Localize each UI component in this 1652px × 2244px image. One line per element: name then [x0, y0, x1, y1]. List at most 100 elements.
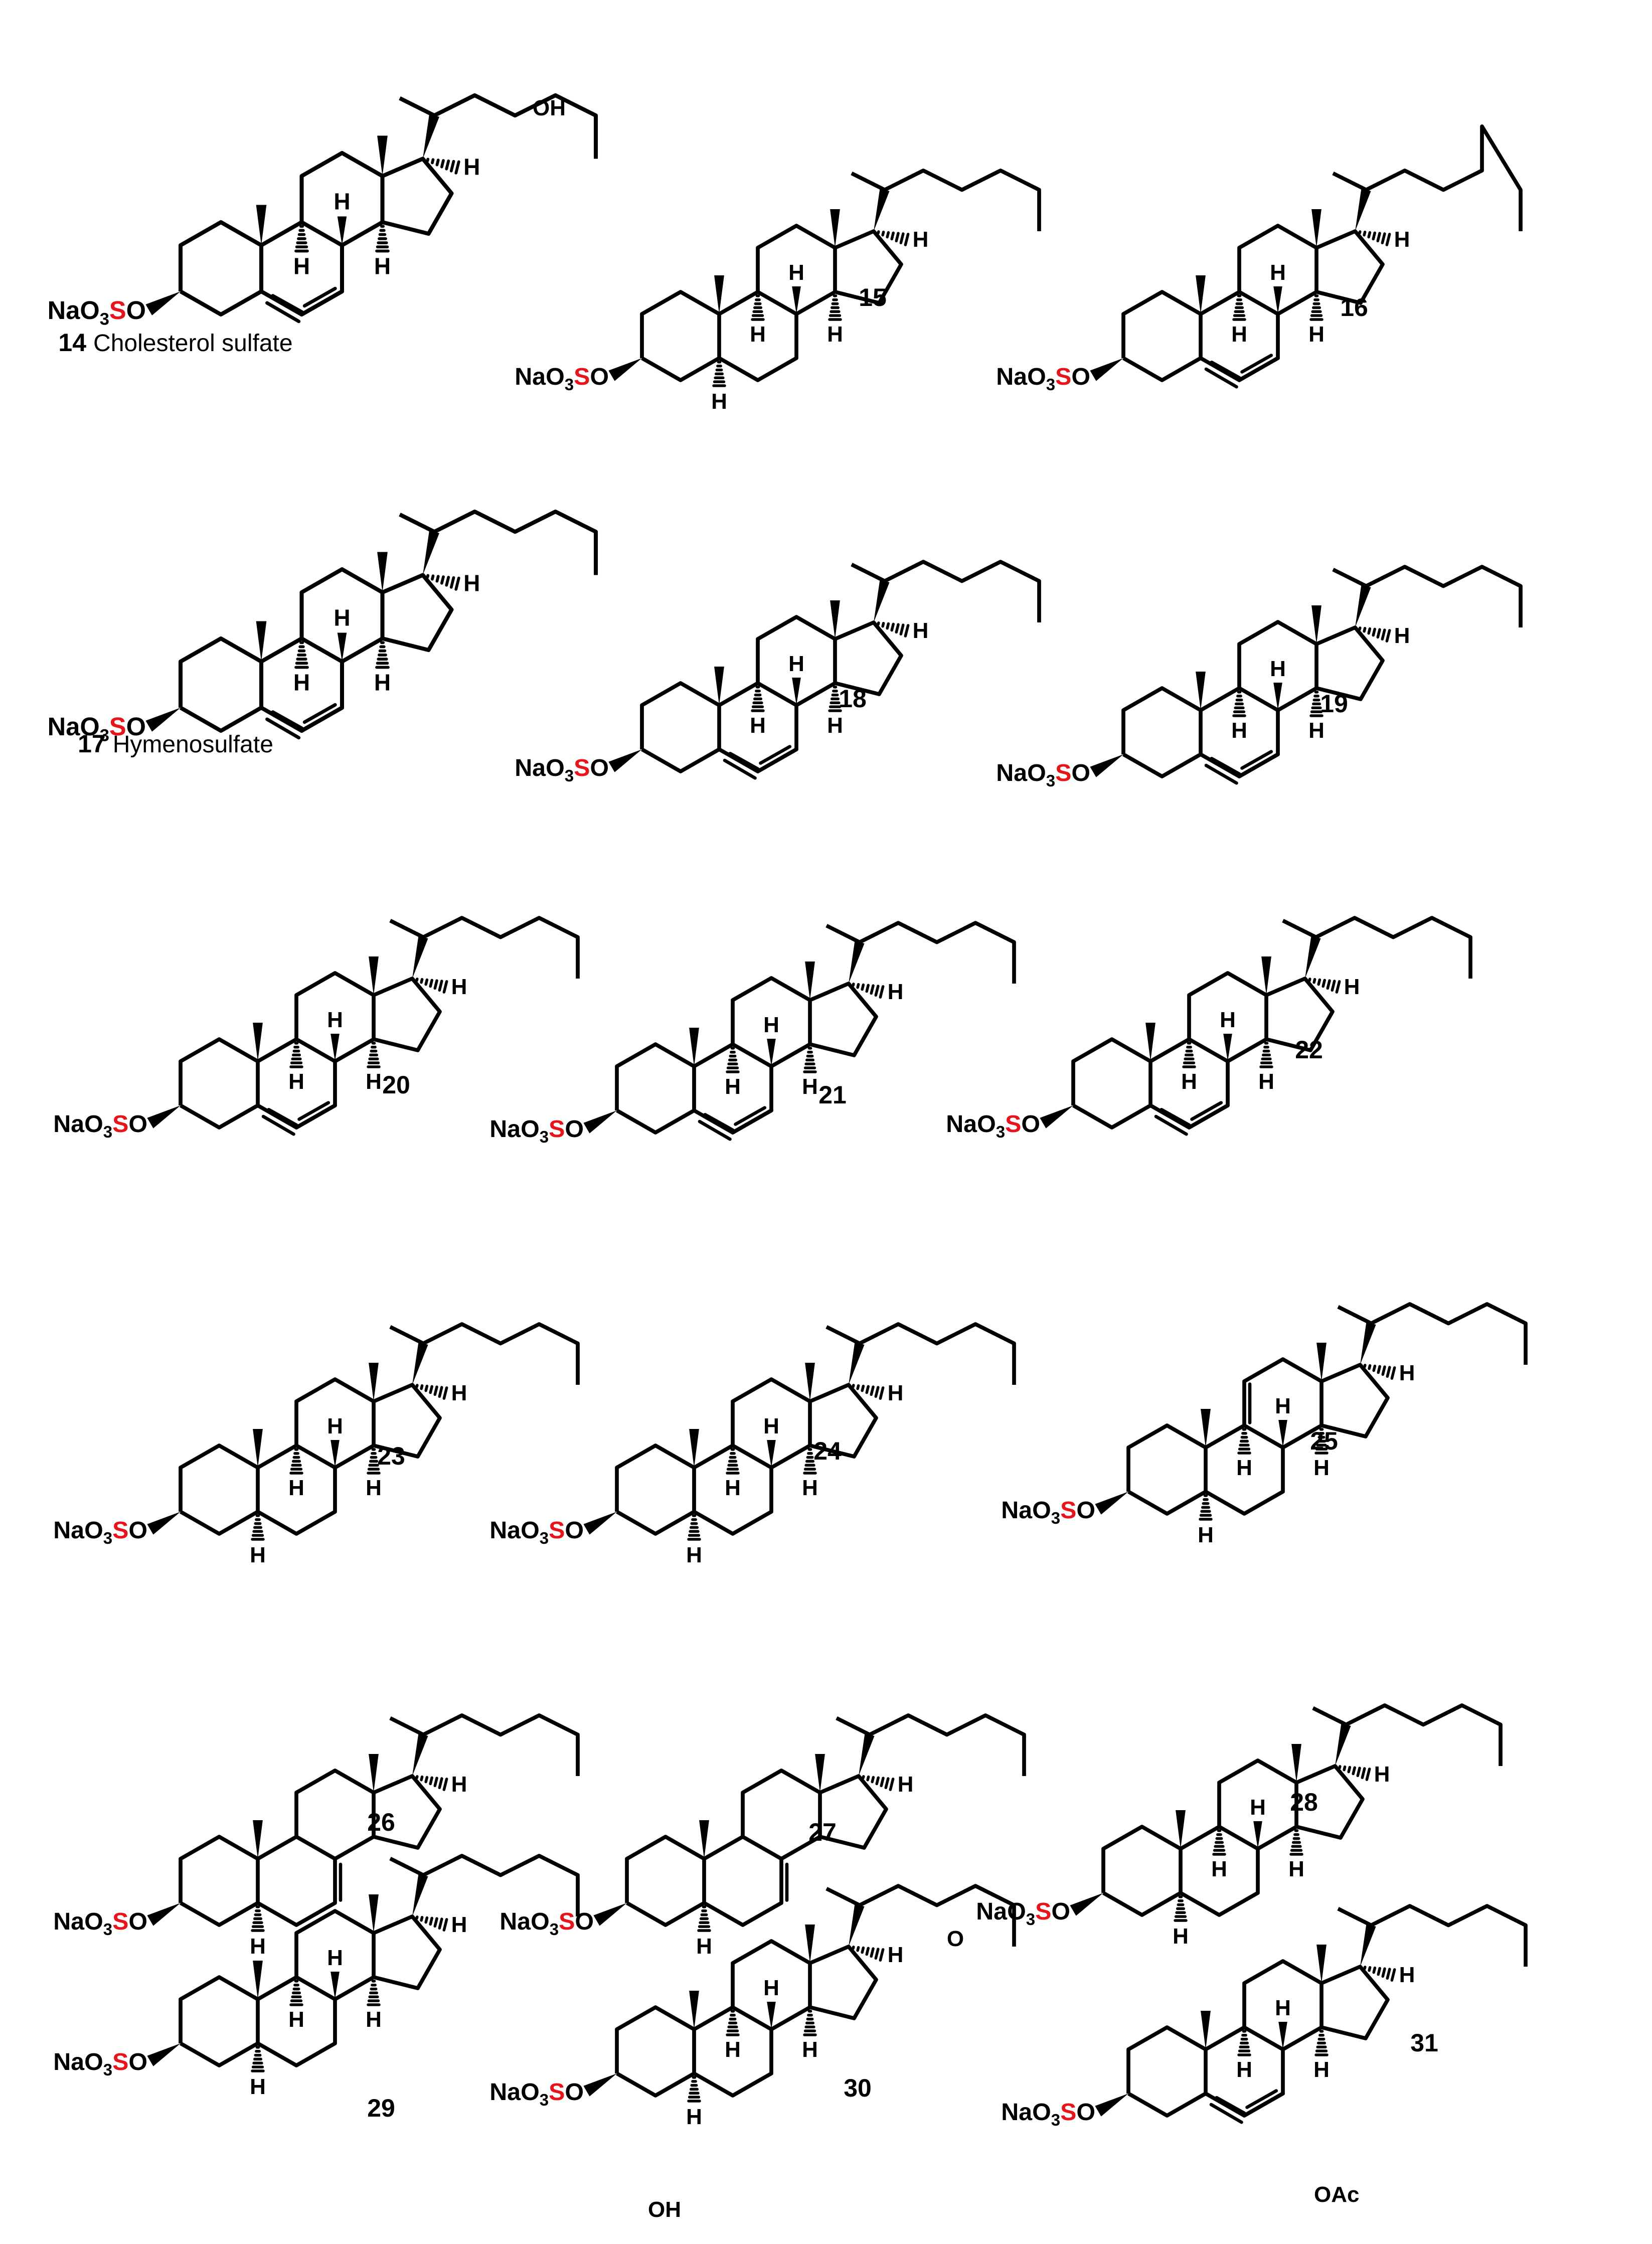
compound-label-22: 22 [1295, 1036, 1323, 1064]
structure-27: H H NaO3SO [500, 1713, 1026, 1959]
h-5: H [696, 1934, 712, 1959]
h-8: H [1270, 657, 1286, 681]
h-5: H [250, 1543, 266, 1567]
h-9: H [1231, 322, 1247, 347]
h-8: H [788, 652, 804, 676]
h-14: H [827, 713, 843, 738]
sulfate-group: NaO3SO [53, 1908, 147, 1939]
h-14: H [827, 322, 843, 347]
h-9: H [288, 1476, 304, 1500]
compound-label-16: 16 [1340, 293, 1368, 322]
h-8: H [763, 1976, 779, 2000]
h-17: H [1374, 1762, 1390, 1787]
h-8: H [327, 1008, 343, 1032]
h-17: H [1399, 1361, 1415, 1385]
sulfate-group: NaO3SO [946, 1110, 1040, 1141]
h-17: H [913, 227, 929, 252]
h-14: H [1313, 1456, 1330, 1480]
h-5: H [711, 389, 727, 414]
h-17: H [451, 1772, 467, 1797]
h-17: H [451, 1381, 467, 1405]
structure-17: H H H H NaO3SO [48, 509, 598, 745]
h-8: H [763, 1414, 779, 1438]
h-14: H [366, 1069, 382, 1094]
h-8: H [788, 260, 804, 285]
h-8: H [327, 1414, 343, 1438]
sulfate-group: NaO3SO [48, 712, 146, 745]
h-14: H [366, 2007, 382, 2032]
sulfate-group: NaO3SO [500, 1908, 594, 1939]
h-17: H [898, 1772, 914, 1797]
h-14: H [802, 1476, 818, 1500]
h-8: H [1220, 1008, 1236, 1032]
h-5: H [1173, 1924, 1189, 1949]
sulfate-group: NaO3SO [996, 759, 1090, 790]
compound-label-24: 24 [813, 1437, 842, 1465]
hydroxyl-17: OH [533, 96, 566, 120]
h-14: H [1308, 718, 1325, 743]
acetoxy-7: OAc [1314, 2182, 1359, 2207]
h-9: H [293, 670, 310, 696]
sulfate-group: NaO3SO [53, 1517, 147, 1547]
h-17: H [913, 618, 929, 643]
h-14: H [1313, 2057, 1330, 2082]
sulfate-group: NaO3SO [48, 296, 146, 329]
h-14: H [802, 1074, 818, 1099]
h-8: H [763, 1013, 779, 1037]
h-17: H [1394, 623, 1410, 648]
sulfate-group: NaO3SO [53, 1110, 147, 1141]
h-14: H [374, 670, 391, 696]
compound-label-25: 25 [1310, 1427, 1338, 1455]
compound-label-23: 23 [377, 1442, 405, 1470]
structure-20: H H H H NaO3SO [53, 916, 580, 1141]
h-9: H [288, 1069, 304, 1094]
h-9: H [725, 1074, 741, 1099]
compound-label-27: 27 [808, 1818, 837, 1846]
structure-23: H H H H H NaO3SO [53, 1322, 580, 1567]
compound-label-26: 26 [367, 1808, 395, 1836]
sulfate-group: NaO3SO [1001, 2099, 1095, 2129]
structure-19: H H H H NaO3SO [996, 565, 1523, 790]
h-9: H [750, 713, 766, 738]
h-14: H [1288, 1857, 1304, 1881]
h-17: H [463, 570, 480, 596]
h-8: H [1275, 1394, 1291, 1418]
hydroxyl-4: OH [648, 2197, 681, 2222]
h-17: H [888, 1381, 904, 1405]
compound-label-30: 30 [844, 2074, 872, 2102]
h-14: H [366, 1476, 382, 1500]
h-17: H [888, 980, 904, 1004]
h-17: H [451, 975, 467, 999]
h-8: H [334, 605, 350, 631]
h-9: H [1231, 718, 1247, 743]
compound-label-21: 21 [818, 1081, 847, 1109]
h-9: H [1181, 1069, 1197, 1094]
ketone-oxygen: O [947, 1927, 964, 1951]
h-8: H [1250, 1795, 1266, 1820]
h-17: H [463, 154, 480, 180]
h-9: H [1211, 1857, 1227, 1881]
h-9: H [288, 2007, 304, 2032]
sulfate-group: NaO3SO [515, 363, 609, 394]
h-14: H [374, 253, 391, 279]
h-5: H [686, 1543, 702, 1567]
h-17: H [451, 1912, 467, 1937]
compound-label-28: 28 [1290, 1788, 1318, 1816]
h-9: H [1236, 2057, 1252, 2082]
sulfate-group: NaO3SO [515, 754, 609, 785]
h-5: H [686, 2105, 702, 2129]
sulfate-group: NaO3SO [53, 2048, 147, 2079]
sulfate-group: NaO3SO [489, 2078, 584, 2109]
compound-label-15: 15 [859, 283, 887, 311]
